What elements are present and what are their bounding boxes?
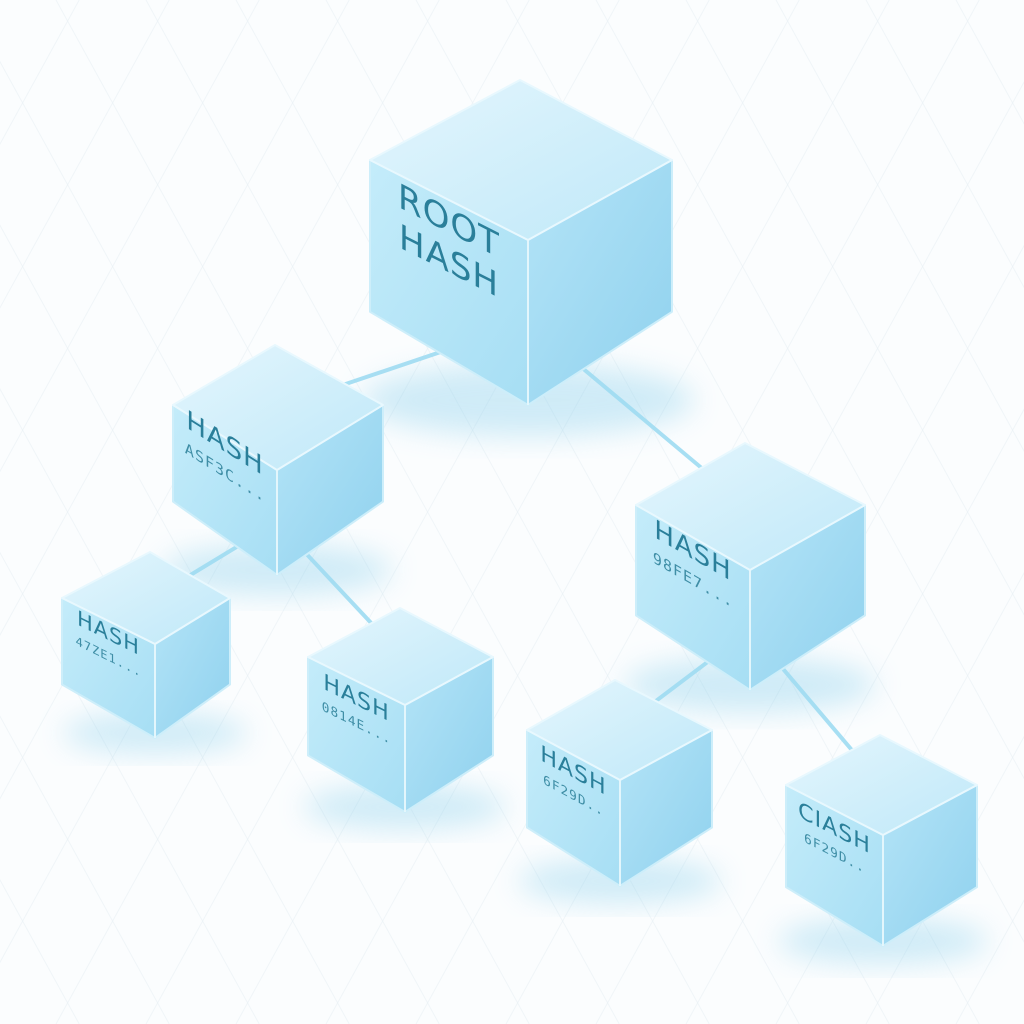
node-left: HASHASF3C... xyxy=(172,344,384,576)
grid-line xyxy=(865,0,1024,289)
grid-line xyxy=(775,0,1024,452)
grid-line xyxy=(0,0,440,800)
grid-line xyxy=(0,0,350,636)
grid-line xyxy=(595,244,1024,1024)
grid-line xyxy=(0,0,170,309)
node-left-left: HASH47ZE1... xyxy=(61,551,231,739)
grid-line xyxy=(0,551,260,1024)
grid-line xyxy=(0,0,260,473)
grid-line xyxy=(0,715,170,1024)
grid-line xyxy=(235,0,800,1024)
grid-line xyxy=(685,408,1024,1024)
node-right: HASH98FE7... xyxy=(635,442,866,691)
node-left-right: HASH0814E... xyxy=(307,607,494,813)
grid-line xyxy=(325,0,890,1024)
